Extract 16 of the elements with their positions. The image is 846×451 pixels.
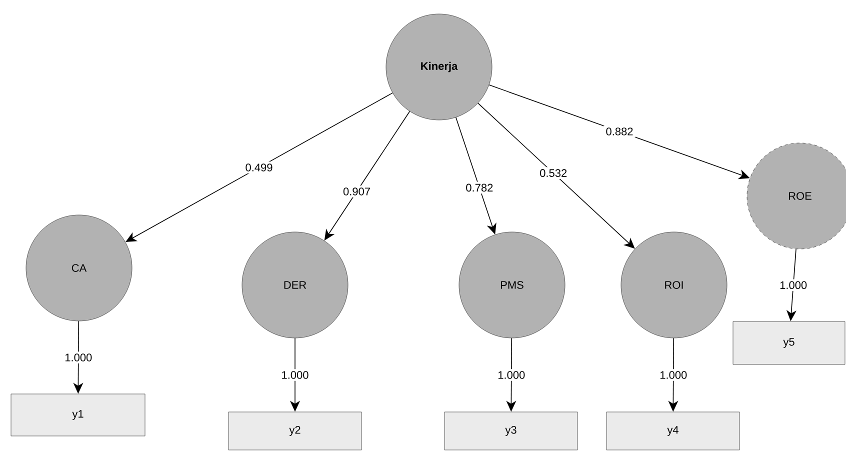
edge-label: 0.907	[343, 188, 370, 196]
edge-label: 1.000	[65, 354, 92, 362]
edge-label: 0.532	[540, 169, 567, 177]
edge-label: 0.782	[466, 184, 493, 192]
indicator-box: y5	[732, 321, 846, 365]
indicator-box: y4	[606, 412, 740, 450]
edge-label: 1.000	[780, 281, 807, 290]
indicator-box: y1	[10, 394, 146, 436]
arrow	[478, 102, 635, 249]
edge-label: 0.882	[606, 128, 633, 136]
edge-label: 1.000	[498, 371, 525, 379]
indicator-box: y3	[444, 412, 578, 450]
edge-label: 0.499	[246, 164, 272, 172]
edge-label: 1.000	[660, 371, 687, 379]
edge-label: 1.000	[282, 371, 308, 379]
indicator-box: y2	[228, 412, 362, 450]
